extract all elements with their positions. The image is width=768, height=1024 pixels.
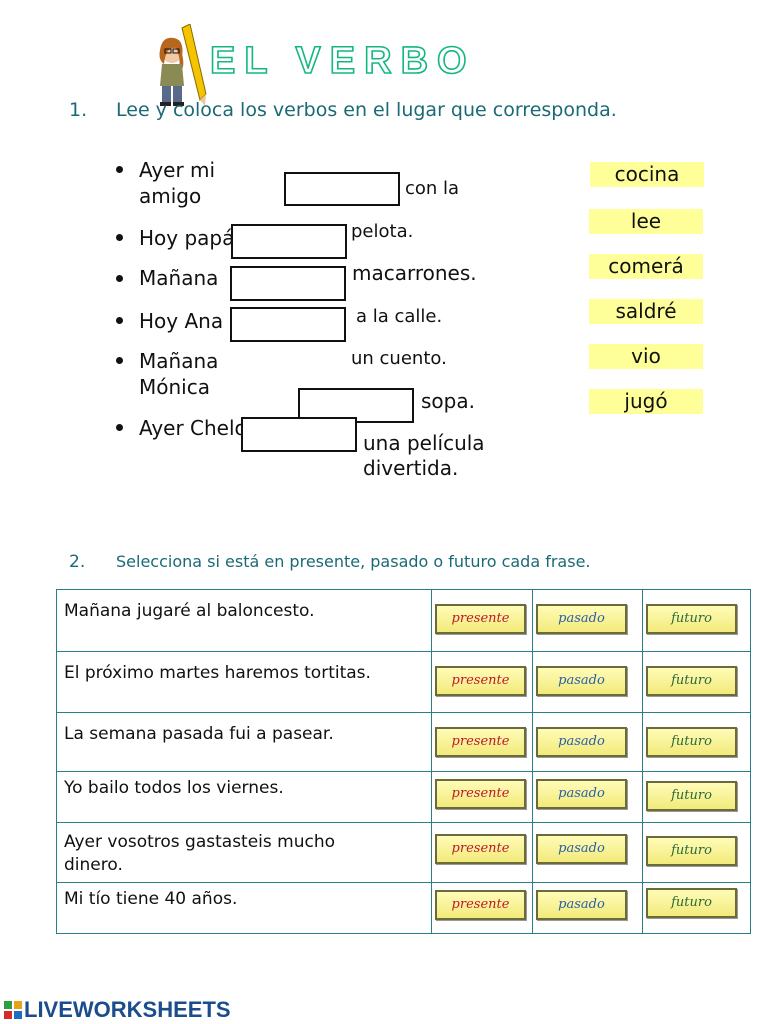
- footer-brand: LIVEWORKSHEETS: [24, 997, 231, 1022]
- drop-box-7[interactable]: [241, 417, 357, 452]
- sentence-7-before: Ayer Chelo: [139, 416, 247, 440]
- sentence-text: Yo bailo todos los viernes.: [64, 778, 284, 798]
- pasado-button[interactable]: pasado: [536, 890, 627, 920]
- page-title: EL VERBO: [209, 39, 476, 83]
- table-row: Yo bailo todos los viernes. presente pas…: [56, 771, 751, 823]
- sentence-2-before: Hoy papá: [139, 226, 235, 250]
- table-row: La semana pasada fui a pasear. presente …: [56, 712, 751, 772]
- sentence-3-after: macarrones.: [352, 261, 477, 285]
- futuro-button[interactable]: futuro: [646, 836, 737, 866]
- sentence-4-after: a la calle.: [356, 306, 443, 327]
- presente-button[interactable]: presente: [435, 604, 526, 634]
- table-row: Ayer vosotros gastasteis mucho dinero. p…: [56, 822, 751, 883]
- sentence-text: Mi tío tiene 40 años.: [64, 889, 238, 909]
- table-row: Mañana jugaré al baloncesto. presente pa…: [56, 589, 751, 652]
- pasado-button[interactable]: pasado: [536, 727, 627, 757]
- futuro-button[interactable]: futuro: [646, 888, 737, 918]
- word-chip-comera[interactable]: comerá: [589, 254, 703, 279]
- sentence-5-before: Mañana Mónica: [139, 349, 219, 399]
- sentence-text: Mañana jugaré al baloncesto.: [64, 601, 315, 621]
- presente-button[interactable]: presente: [435, 779, 526, 809]
- drop-box-4[interactable]: [230, 307, 346, 342]
- word-chip-cocina[interactable]: cocina: [590, 162, 704, 187]
- sentence-2-after: pelota.: [351, 221, 414, 242]
- futuro-button[interactable]: futuro: [646, 727, 737, 757]
- pasado-button[interactable]: pasado: [536, 604, 627, 634]
- sentence-text: El próximo martes haremos tortitas.: [64, 663, 371, 683]
- presente-button[interactable]: presente: [435, 666, 526, 696]
- sentence-cell: Mañana jugaré al baloncesto.: [56, 589, 432, 652]
- table-row: El próximo martes haremos tortitas. pres…: [56, 651, 751, 713]
- bullet: [116, 424, 123, 431]
- sentence-3-before: Mañana: [139, 266, 219, 290]
- footer-logo: LIVEWORKSHEETS: [4, 997, 231, 1023]
- pasado-button[interactable]: pasado: [536, 666, 627, 696]
- drop-box-2[interactable]: [231, 224, 347, 259]
- presente-button[interactable]: presente: [435, 890, 526, 920]
- futuro-button[interactable]: futuro: [646, 604, 737, 634]
- presente-button[interactable]: presente: [435, 834, 526, 864]
- question-2-number: 2.: [69, 552, 86, 572]
- liveworksheets-logo-icon: [4, 1001, 22, 1019]
- sentence-5-after: un cuento.: [351, 348, 447, 369]
- pasado-button[interactable]: pasado: [536, 779, 627, 809]
- drop-box-3[interactable]: [230, 266, 346, 301]
- sentence-1-after: con la: [405, 178, 460, 199]
- sentence-1-before: Ayer mi amigo: [139, 158, 216, 208]
- word-chip-lee[interactable]: lee: [589, 209, 703, 234]
- question-2-instruction: Selecciona si está en presente, pasado o…: [116, 552, 591, 571]
- bullet: [116, 317, 123, 324]
- question-1-instruction: Lee y coloca los verbos en el lugar que …: [116, 99, 617, 121]
- tense-table: Mañana jugaré al baloncesto. presente pa…: [56, 589, 751, 934]
- sentence-6-after: sopa.: [421, 389, 475, 413]
- futuro-button[interactable]: futuro: [646, 666, 737, 696]
- bullet: [116, 275, 123, 282]
- bullet: [116, 166, 123, 173]
- word-chip-jugo[interactable]: jugó: [589, 389, 703, 414]
- sentence-7-after: una película divertida.: [363, 431, 485, 480]
- drop-box-1[interactable]: [284, 172, 400, 206]
- bullet: [116, 234, 123, 241]
- sentence-text: La semana pasada fui a pasear.: [64, 724, 334, 744]
- question-1-number: 1.: [69, 99, 88, 121]
- futuro-button[interactable]: futuro: [646, 781, 737, 811]
- word-chip-saldre[interactable]: saldré: [589, 299, 703, 324]
- word-chip-vio[interactable]: vio: [589, 344, 703, 369]
- girl-with-pencil-icon: [159, 24, 207, 106]
- sentence-text: Ayer vosotros gastasteis mucho dinero.: [64, 832, 336, 875]
- bullet: [116, 357, 123, 364]
- table-row: Mi tío tiene 40 años. presente pasado fu…: [56, 882, 751, 934]
- presente-button[interactable]: presente: [435, 727, 526, 757]
- pasado-button[interactable]: pasado: [536, 834, 627, 864]
- sentence-4-before: Hoy Ana: [139, 309, 224, 333]
